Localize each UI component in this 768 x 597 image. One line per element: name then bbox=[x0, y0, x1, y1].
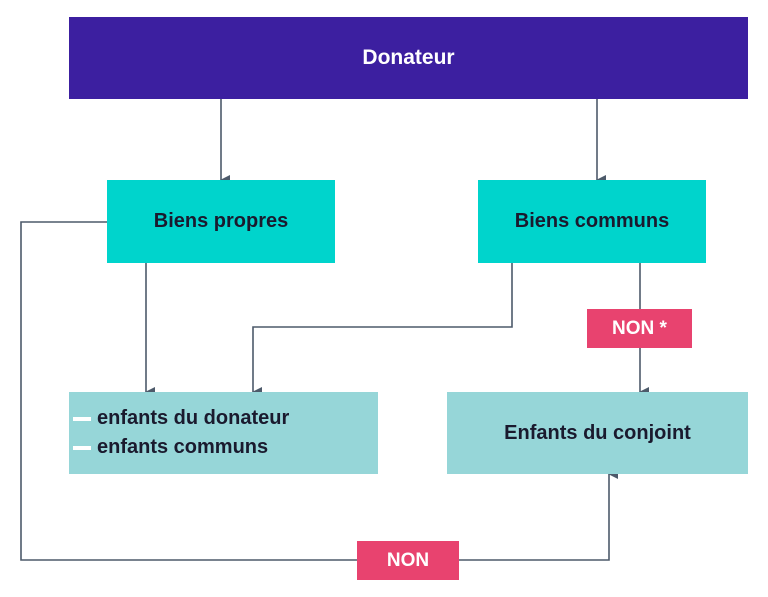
node-biens-propres-label: Biens propres bbox=[153, 210, 289, 232]
edge-non-conjoint bbox=[459, 469, 618, 561]
node-enfants-donateur-communs: enfants du donateur enfants communs bbox=[69, 392, 378, 474]
tag-non-star: NON * bbox=[587, 309, 692, 348]
node-biens-propres: Biens propres bbox=[107, 180, 335, 263]
dash-icon bbox=[73, 416, 91, 421]
node-enfants-conjoint: Enfants du conjoint bbox=[447, 392, 748, 474]
node-biens-communs-label: Biens communs bbox=[514, 210, 670, 232]
node-enfants-conjoint-label: Enfants du conjoint bbox=[504, 421, 691, 444]
list-item-label: enfants du donateur bbox=[97, 407, 290, 429]
list-item-label: enfants communs bbox=[97, 436, 269, 458]
tag-non: NON bbox=[357, 541, 459, 580]
list-item: enfants communs bbox=[73, 433, 268, 462]
edge-biens-propres-non bbox=[20, 221, 357, 561]
node-donateur: Donateur bbox=[69, 17, 748, 99]
edge-biens-communs-enfants bbox=[252, 263, 513, 397]
dash-icon bbox=[73, 445, 91, 450]
node-donateur-label: Donateur bbox=[362, 46, 455, 69]
tag-non-label: NON bbox=[386, 549, 430, 571]
tag-non-star-label: NON * bbox=[612, 317, 667, 339]
list-item: enfants du donateur bbox=[73, 404, 289, 433]
node-biens-communs: Biens communs bbox=[478, 180, 706, 263]
